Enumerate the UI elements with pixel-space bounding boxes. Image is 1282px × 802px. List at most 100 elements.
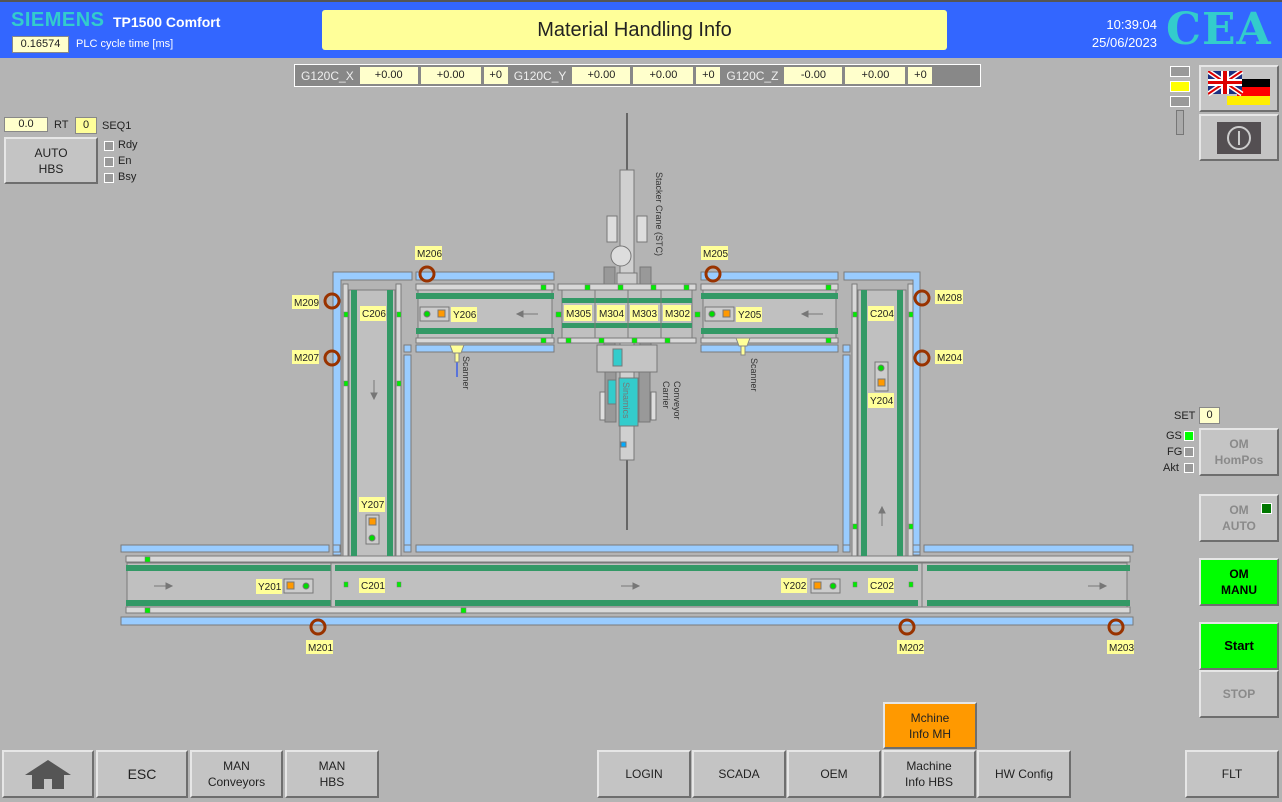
conveyor-label: C201 <box>361 581 385 592</box>
valve-label: Y207 <box>361 500 385 511</box>
start-button[interactable]: Start <box>1199 622 1279 670</box>
motor-label: M205 <box>703 249 728 260</box>
machine-info-hbs-button[interactable]: Machine Info HBS <box>882 750 976 798</box>
valve-label: Y205 <box>738 310 762 321</box>
power-button[interactable] <box>1199 114 1279 161</box>
uk-de-flag-icon <box>1208 70 1270 105</box>
date: 25/06/2023 <box>1091 35 1157 50</box>
direction-arrows <box>154 310 1108 590</box>
fg-indicator <box>1184 447 1194 457</box>
scanner-label: Scanner <box>461 356 471 390</box>
gs-indicator <box>1184 431 1194 441</box>
panel-model: TP1500 Comfort <box>113 14 221 30</box>
gs-label: GS <box>1166 430 1182 442</box>
drive-status-bar: G120C_X +0.00 +0.00 +0 G120C_Y +0.00 +0.… <box>294 64 981 87</box>
valve-icons <box>283 306 889 594</box>
fg-label: FG <box>1167 446 1183 458</box>
stack-light-pole <box>1176 110 1184 135</box>
carrier-label-2: Carrier <box>661 381 671 409</box>
bsy-indicator <box>104 173 114 183</box>
drive-value: +0.00 <box>845 67 906 84</box>
stack-light-yellow <box>1170 81 1190 92</box>
scanner-icon <box>735 337 751 356</box>
language-button[interactable] <box>1199 65 1279 112</box>
drive-value: +0 <box>908 67 933 84</box>
drive-value: +0.00 <box>633 67 694 84</box>
valve-label: Y204 <box>870 396 894 407</box>
drive-value: +0 <box>483 67 508 84</box>
station-label: M303 <box>632 309 657 320</box>
carrier-label-1: Conveyor <box>672 381 682 420</box>
set-value: 0 <box>1199 407 1220 424</box>
auto-hbs-button[interactable]: AUTO HBS <box>4 137 98 184</box>
clock: 10:39:04 25/06/2023 <box>1090 16 1157 52</box>
drive-name: G120C_Y <box>513 68 567 83</box>
bsy-label: Bsy <box>118 171 137 183</box>
motor-label: M201 <box>308 643 333 654</box>
conveyor-label: C204 <box>870 309 894 320</box>
motor-label: M202 <box>899 643 924 654</box>
set-label: SET <box>1174 410 1196 422</box>
belts <box>126 290 1130 606</box>
drive-value: -0.00 <box>784 67 843 84</box>
motor-label: M209 <box>294 298 319 309</box>
akt-indicator <box>1184 463 1194 473</box>
time: 10:39:04 <box>1106 17 1157 32</box>
power-icon <box>1217 121 1261 154</box>
motor-label: M207 <box>294 353 319 364</box>
station-label: M304 <box>599 309 624 320</box>
drive-value: +0.00 <box>420 67 481 84</box>
siemens-logo: SIEMENS <box>11 9 105 31</box>
home-icon <box>25 760 71 789</box>
drive-name: G120C_X <box>301 68 354 83</box>
rt-value: 0.0 <box>4 117 48 132</box>
home-button[interactable] <box>2 750 94 798</box>
drive-value: +0.00 <box>572 67 631 84</box>
hw-config-button[interactable]: HW Config <box>977 750 1071 798</box>
valve-label: Y201 <box>258 582 282 593</box>
valve-label: Y206 <box>453 310 477 321</box>
station-label: M302 <box>665 309 690 320</box>
page-title: Material Handling Info <box>322 10 947 50</box>
scada-button[interactable]: SCADA <box>692 750 786 798</box>
drive-value: +0 <box>696 67 721 84</box>
motor-label: M208 <box>937 293 962 304</box>
oem-button[interactable]: OEM <box>787 750 881 798</box>
rt-label: RT <box>54 119 69 131</box>
station-label: M305 <box>566 309 591 320</box>
stop-button[interactable]: STOP <box>1199 670 1279 718</box>
plc-cycle-time-label: PLC cycle time [ms] <box>76 38 174 50</box>
crane-label: Stacker Crane (STC) <box>654 172 664 256</box>
conveyor-label: C206 <box>362 309 386 320</box>
conveyor-label: C202 <box>870 581 894 592</box>
motor-label: M204 <box>937 353 962 364</box>
en-indicator <box>104 157 114 167</box>
login-button[interactable]: LOGIN <box>597 750 691 798</box>
om-auto-button[interactable]: OM AUTO <box>1199 494 1279 542</box>
conveyor-carrier: Sinamics <box>596 344 658 448</box>
valve-label: Y202 <box>783 581 807 592</box>
cea-logo: CEA <box>1166 4 1272 55</box>
rdy-indicator <box>104 141 114 151</box>
om-auto-indicator <box>1261 503 1272 514</box>
machine-info-mh-button[interactable]: Mchine Info MH <box>883 702 977 749</box>
motor-label: M203 <box>1109 643 1134 654</box>
esc-button[interactable]: ESC <box>96 750 188 798</box>
man-hbs-button[interactable]: MAN HBS <box>285 750 379 798</box>
stack-light-green <box>1170 96 1190 107</box>
motor-icons <box>309 265 1125 636</box>
en-label: En <box>118 155 132 167</box>
plc-cycle-time-value: 0.16574 <box>12 36 69 53</box>
drive-name: G120C_Z <box>726 68 779 83</box>
om-manu-button[interactable]: OM MANU <box>1199 558 1279 606</box>
scanner-icon <box>449 344 465 377</box>
om-hompos-button[interactable]: OM HomPos <box>1199 428 1279 476</box>
seq-label: SEQ1 <box>102 120 132 132</box>
stack-light-red <box>1170 66 1190 77</box>
drive-value: +0.00 <box>359 67 418 84</box>
seq-value: 0 <box>75 117 97 134</box>
man-conveyors-button[interactable]: MAN Conveyors <box>190 750 283 798</box>
motor-label: M206 <box>417 249 442 260</box>
flt-button[interactable]: FLT <box>1185 750 1279 798</box>
sinamics-label: Sinamics <box>621 382 631 419</box>
